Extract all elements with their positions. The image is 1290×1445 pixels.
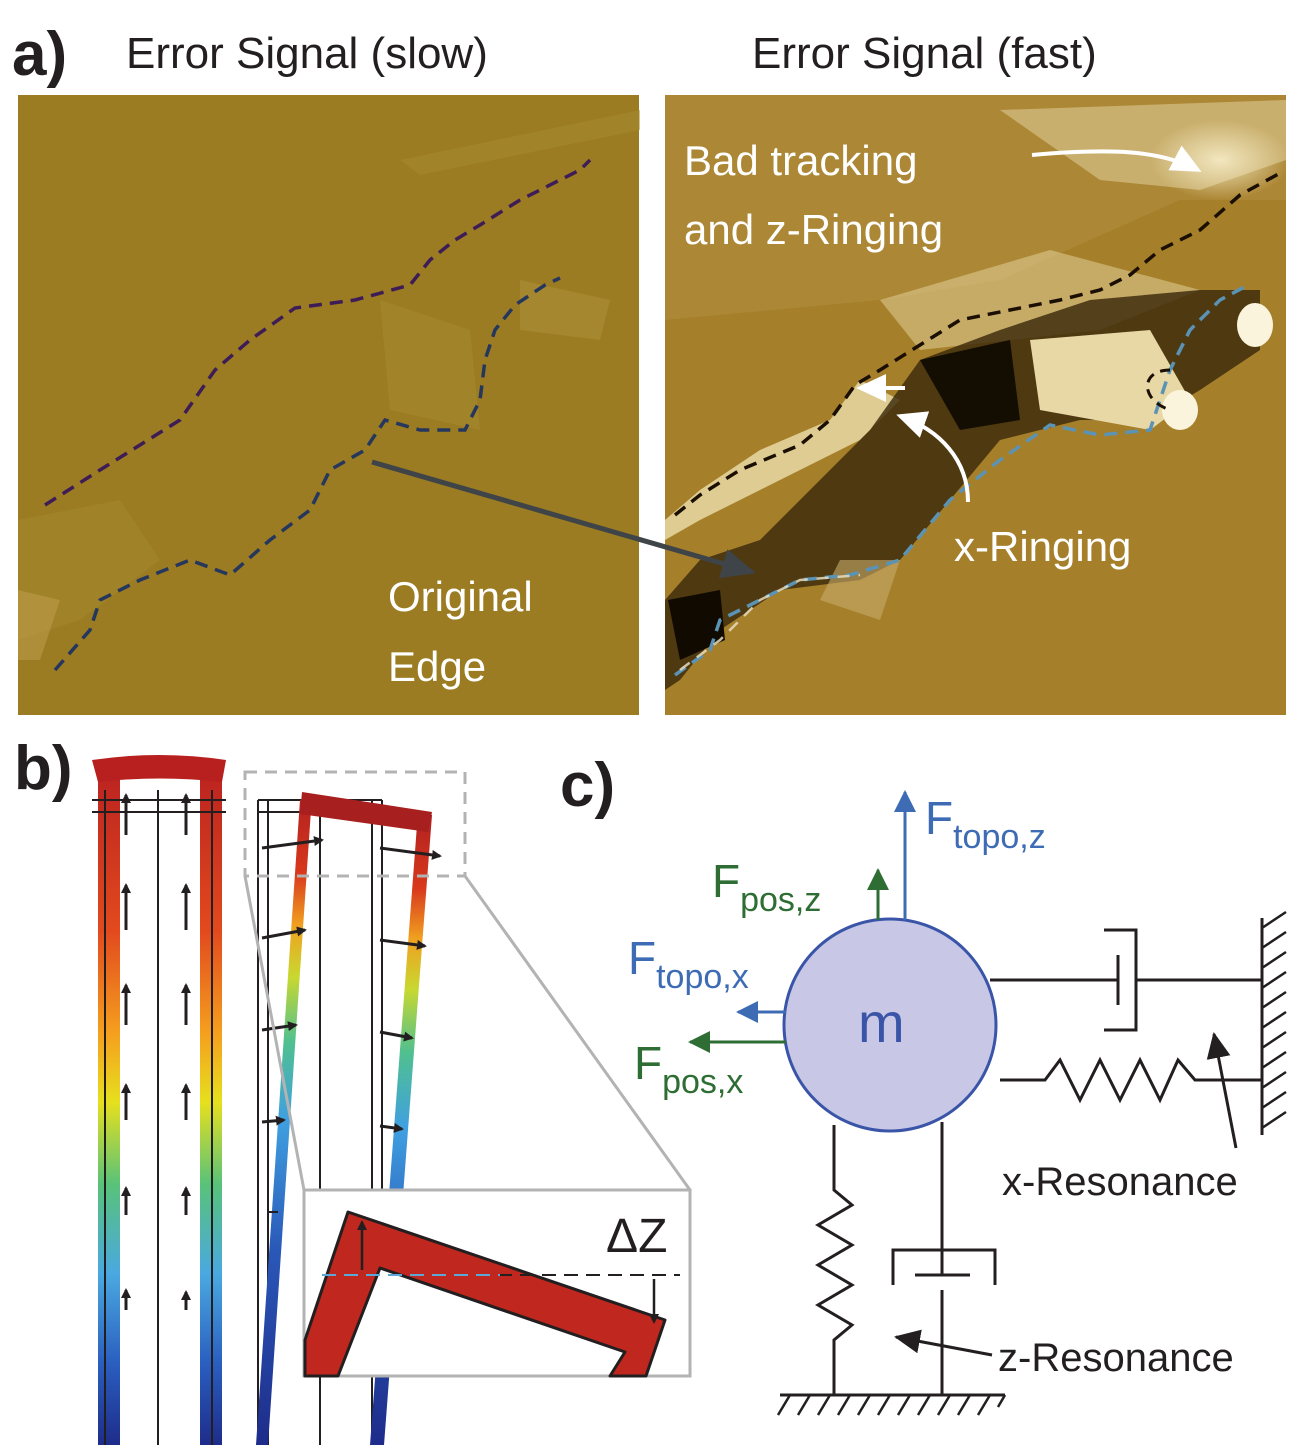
force-pos-z-label: Fpos,z xyxy=(712,855,822,919)
bad-tracking-label-line2: and z-Ringing xyxy=(684,206,944,253)
straight-cantilever xyxy=(92,755,226,1445)
force-topo-z-label: Ftopo,z xyxy=(925,792,1046,856)
delta-z-label: ΔZ xyxy=(606,1210,668,1263)
zoom-region-box xyxy=(243,770,467,878)
slow-error-image xyxy=(18,95,640,715)
fast-panel-title: Error Signal (fast) xyxy=(752,29,1097,78)
slow-panel-title: Error Signal (slow) xyxy=(126,29,488,78)
bad-tracking-arrow xyxy=(1031,145,1202,172)
z-resonance-label: z-Resonance xyxy=(998,1336,1234,1380)
x-ringing-label: x-Ringing xyxy=(954,523,1132,570)
mass-label: m xyxy=(858,991,905,1054)
z-resonance-arrow xyxy=(894,1329,993,1357)
edge-correspondence-arrow xyxy=(371,459,756,579)
panel-c-letter: c) xyxy=(560,751,616,820)
original-edge-label-line1: Original xyxy=(388,573,533,620)
zoom-inset xyxy=(302,1188,692,1378)
force-pos-x-label: Fpos,x xyxy=(634,1037,744,1101)
force-topo-x-label: Ftopo,x xyxy=(628,932,749,996)
original-edge-label-line2: Edge xyxy=(388,643,487,690)
panel-b-letter: b) xyxy=(14,734,73,803)
x-resonance-label: x-Resonance xyxy=(1002,1160,1238,1204)
panel-a-letter: a) xyxy=(12,20,68,89)
x-ringing-arrow xyxy=(896,411,970,503)
mass-spring-model xyxy=(776,910,1287,1416)
bad-tracking-label-line1: Bad tracking xyxy=(684,137,918,184)
x-resonance-arrow xyxy=(1206,1032,1238,1149)
fast-error-image xyxy=(665,95,1290,715)
mass-circle xyxy=(782,917,998,1133)
